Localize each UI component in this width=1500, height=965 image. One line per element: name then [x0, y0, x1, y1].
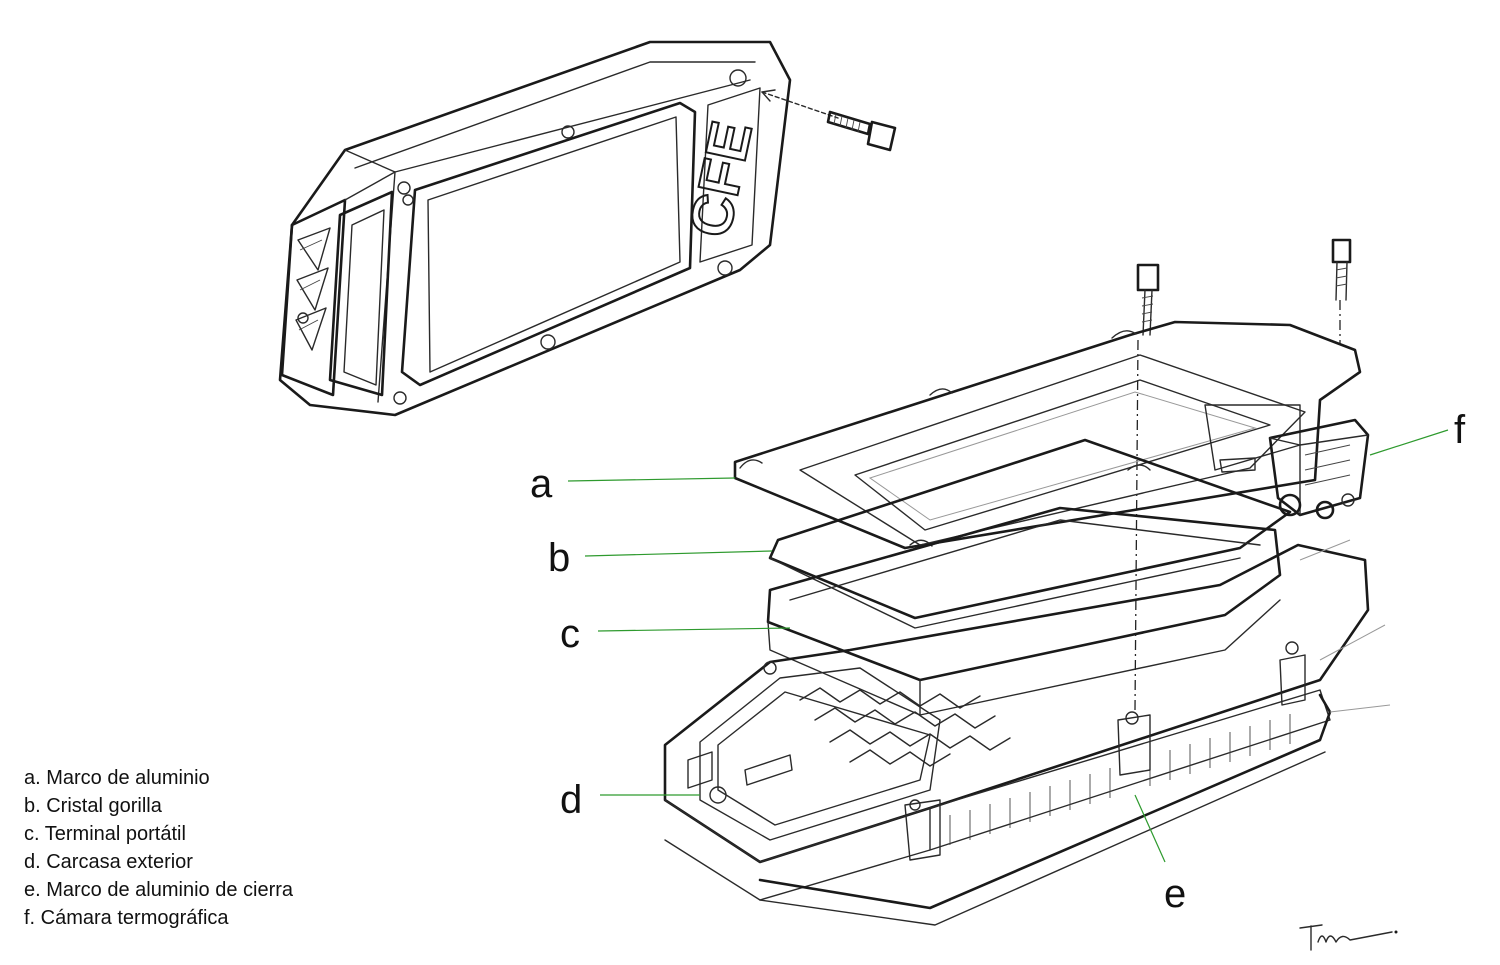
callout-a: a: [530, 462, 553, 506]
leader-f: [1369, 429, 1449, 456]
exploded-assembly: [663, 238, 1391, 926]
legend-item-f: f. Cámara termográfica: [24, 907, 229, 929]
legend-item-d: d. Carcasa exterior: [24, 851, 193, 873]
callout-f: f: [1454, 408, 1466, 452]
leader-lines: [567, 429, 1449, 863]
parts-legend: a. Marco de aluminio b. Cristal gorilla …: [24, 764, 293, 932]
leader-e: [1134, 794, 1166, 863]
legend-item-a: a. Marco de aluminio: [24, 767, 210, 789]
leader-a: [567, 477, 736, 482]
callout-b: b: [548, 536, 571, 580]
legend-item-b: b. Cristal gorilla: [24, 795, 162, 817]
cfe-logo: CFE: [677, 116, 765, 243]
assembled-case: [278, 40, 897, 417]
legend-item-c: c. Terminal portátil: [24, 823, 186, 845]
callout-c: c: [560, 612, 580, 656]
callout-e: e: [1164, 872, 1187, 916]
legend-item-e: e. Marco de aluminio de cierra: [24, 879, 294, 901]
leader-b: [584, 550, 773, 557]
artist-signature: [1299, 924, 1398, 951]
callout-d: d: [560, 778, 583, 822]
leader-c: [597, 627, 791, 632]
